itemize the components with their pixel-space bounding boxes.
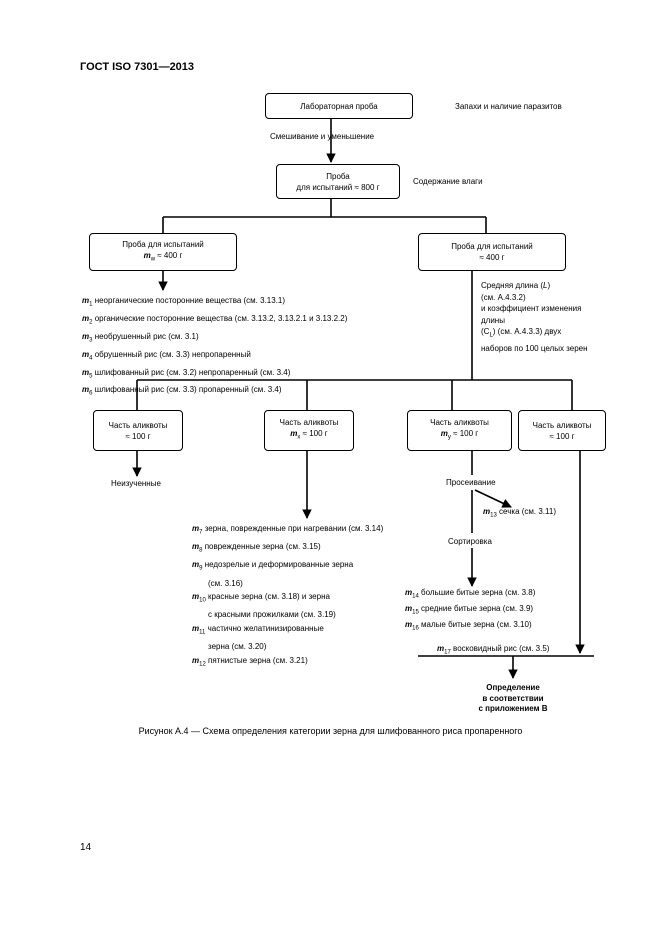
left-list-item: m4 обрушенный рис (см. 3.3) непропаренны… [82, 349, 251, 362]
lab-sample-box: Лабораторная проба [265, 93, 413, 119]
aliquot2-line2: mx ≈ 100 г [290, 429, 328, 441]
not-studied-label: Неизученные [111, 479, 161, 488]
sorting-label: Сортировка [448, 537, 492, 546]
left-sample-box: Проба для испытаний mw ≈ 400 г [89, 233, 237, 271]
left-sample-line1: Проба для испытаний [122, 239, 204, 249]
determination-label: Определение в соответствии с приложением… [463, 683, 563, 715]
aliquot-box-2: Часть аликвоты mx ≈ 100 г [264, 410, 354, 451]
lab-sample-label: Лабораторная проба [300, 101, 378, 111]
right-length-line1: Средняя длина (L) [481, 281, 551, 290]
determination-line3: с приложением В [478, 704, 548, 713]
glutinous-label: m17 восковидный рис (см. 3.5) [437, 644, 550, 656]
right-length-line3: и коэффициент изменения [481, 304, 582, 314]
right-length-line2: (см. А.4.3.2) [481, 292, 526, 302]
middle-list-item: m9 недозрелые и деформированные зерна [192, 560, 354, 572]
aliquot-box-1: Часть аликвоты ≈ 100 г [93, 410, 183, 451]
aliquot1-line1: Часть аликвоты [108, 420, 168, 430]
aliquot4-line1: Часть аликвоты [532, 420, 592, 430]
document-header: ГОСТ ISO 7301—2013 [80, 61, 195, 73]
left-list-item: m2 органические посторонние вещества (см… [82, 313, 348, 326]
aliquot4-line2: ≈ 100 г [549, 431, 575, 441]
left-list-item: m5 шлифованный рис (см. 3.2) непропаренн… [82, 367, 291, 380]
middle-determinations-list: m7 зерна, поврежденные при нагревании (с… [192, 522, 383, 672]
left-list-item: m1 неорганические посторонние вещества (… [82, 296, 286, 308]
right-length-line6: наборов по 100 целых зерен [481, 343, 588, 353]
middle-list-item: m8 поврежденные зерна (см. 3.15) [192, 542, 321, 554]
middle-list-item: m12 пятнистые зерна (см. 3.21) [192, 655, 308, 668]
broken-list-item: m15 средние битые зерна (см. 3.9) [405, 604, 534, 616]
right-sample-box: Проба для испытаний ≈ 400 г [418, 233, 566, 271]
aliquot3-line2: my ≈ 100 г [440, 429, 479, 441]
determination-line2: в соответствии [482, 693, 544, 703]
aliquot-box-4: Часть аликвоты ≈ 100 г [518, 410, 606, 451]
left-determinations-list: m1 неорганические посторонние вещества (… [82, 294, 347, 401]
test-sample-box: Проба для испытаний ≈ 800 г [276, 164, 400, 199]
aliquot1-line2: ≈ 100 г [125, 431, 151, 441]
sieving-label: Просеивание [446, 478, 496, 487]
aliquot3-line1: Часть аликвоты [430, 418, 489, 428]
broken-list-item: m16 малые битые зерна (см. 3.10) [405, 620, 532, 632]
left-sample-line2: mw ≈ 400 г [143, 250, 183, 263]
aliquot-box-3: Часть аликвоты my ≈ 100 г [407, 410, 512, 451]
figure-caption: Рисунок А.4 — Схема определения категори… [138, 726, 523, 736]
broken-list-item: m14 большие битые зерна (см. 3.8) [405, 588, 536, 600]
arrow-brewers [474, 489, 512, 508]
right-sample-line1: Проба для испытаний [451, 242, 533, 251]
middle-list-item: с красными прожилками (см. 3.19) [208, 610, 336, 620]
middle-list-item: m11 частично желатинизированные [192, 623, 324, 636]
moisture-label: Содержание влаги [413, 177, 483, 186]
right-sample-line2: ≈ 400 г [479, 253, 505, 262]
right-length-text: Средняя длина (L) (см. А.4.3.2) и коэффи… [481, 280, 588, 354]
right-length-line5: (CL) (см. А.4.3.3) двух [481, 327, 562, 339]
test-sample-line1: Проба [326, 171, 350, 181]
page-number: 14 [80, 842, 92, 853]
middle-list-item: m10 красные зерна (см. 3.18) и зерна [192, 592, 330, 604]
aliquot2-line1: Часть аликвоты [279, 418, 339, 428]
mixing-label: Смешивание и уменьшение [270, 132, 375, 141]
left-list-item: m3 необрушенный рис (см. 3.1) [82, 331, 199, 344]
determination-line1: Определение [486, 683, 540, 692]
middle-list-item: m7 зерна, поврежденные при нагревании (с… [192, 524, 384, 536]
middle-list-item: зерна (см. 3.20) [208, 642, 267, 652]
infestation-label: Запахи и наличие паразитов [455, 102, 562, 111]
middle-list-item: (см. 3.16) [208, 578, 243, 588]
broken-grains-list: m14 большие битые зерна (см. 3.8) m15 сре… [405, 587, 535, 635]
right-length-line4: длины [481, 315, 505, 325]
test-sample-line2: для испытаний ≈ 800 г [296, 182, 380, 192]
brewers-label: m13 сечка (см. 3.11) [483, 507, 556, 519]
left-list-item: m6 шлифованный рис (см. 3.3) пропаренный… [82, 385, 282, 398]
